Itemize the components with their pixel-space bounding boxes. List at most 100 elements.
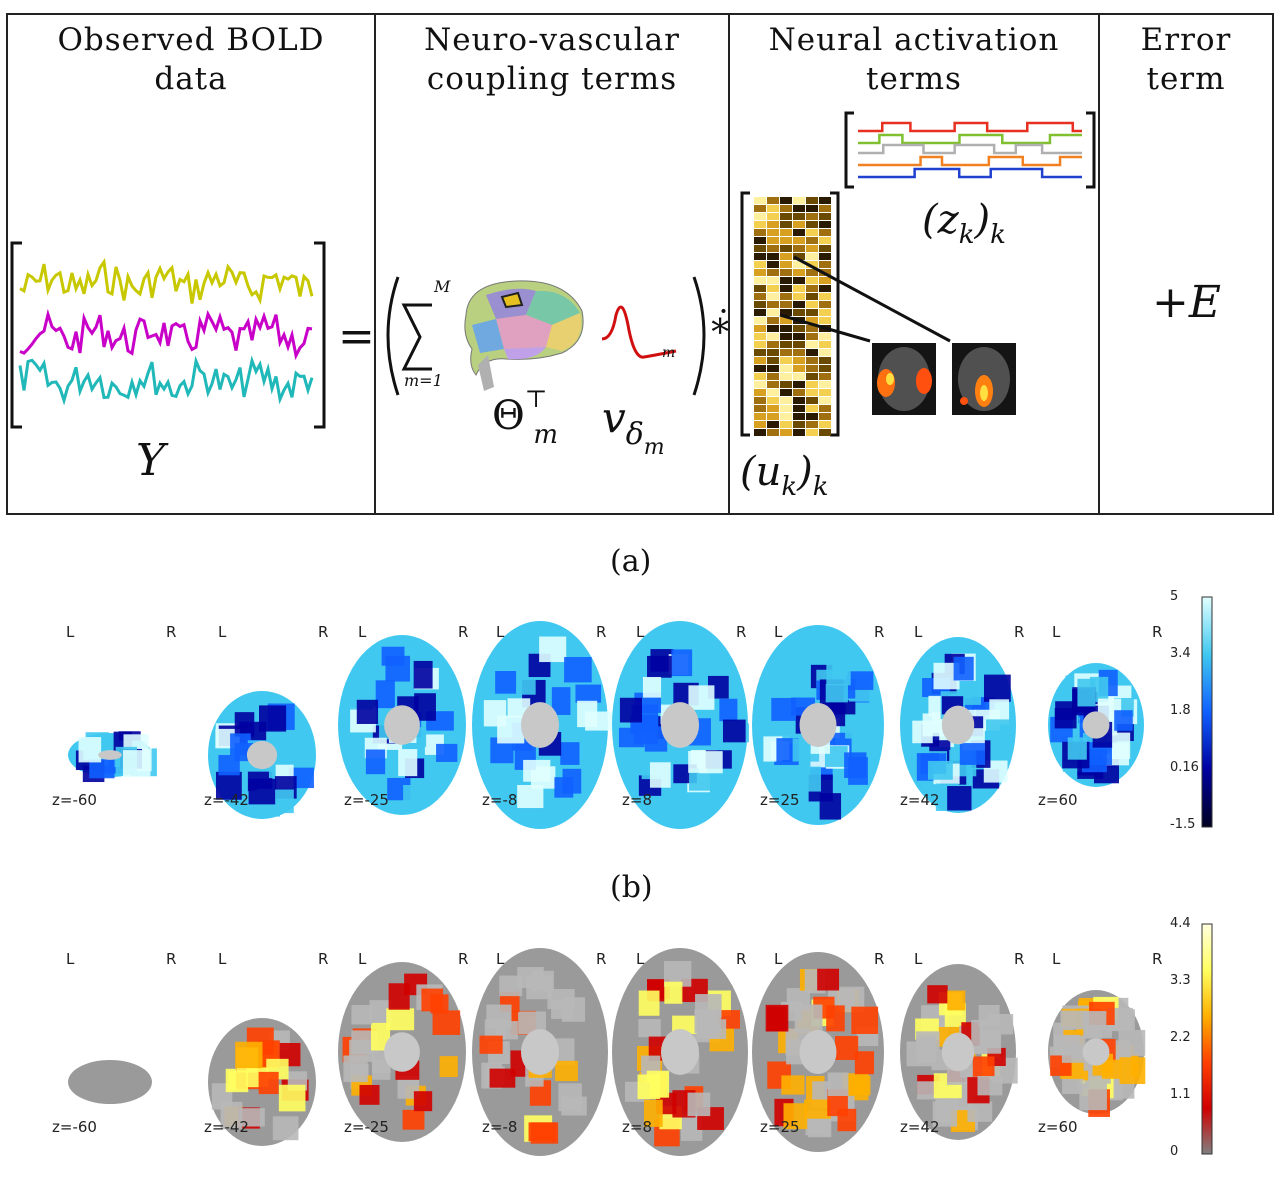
parcel [234,712,255,737]
brain-slice [472,948,608,1156]
ventricle [384,1032,420,1072]
left-orientation-label: L [218,623,227,641]
u-matrix-cell [806,333,818,340]
parcel [397,1076,420,1099]
u-matrix-cell [780,397,792,404]
u-matrix-cell [754,341,766,348]
ventricle [799,1030,837,1074]
bold-signal-yellow [19,257,314,305]
right-orientation-label: R [874,623,885,641]
parcel [781,1075,805,1095]
u-matrix-cell [819,245,831,252]
parcel [687,1092,711,1117]
u-symbol: (uk)k [740,449,829,502]
parcel [372,1059,391,1080]
u-matrix-cell [793,277,805,284]
left-orientation-label: L [1052,950,1061,968]
right-orientation-label: R [166,623,177,641]
parcel [971,1019,990,1048]
left-paren [386,276,400,396]
u-matrix-cell [767,389,779,396]
u-matrix-cell [754,221,766,228]
u-matrix-cell [754,197,766,204]
slice-z-label: z=25 [760,1118,800,1136]
colorbar [1201,596,1213,828]
u-matrix-cell [793,285,805,292]
u-matrix-cell [767,213,779,220]
parcel [356,699,379,724]
parcel [962,686,982,705]
u-matrix-cell [780,237,792,244]
parcel [122,750,151,777]
u-matrix-cell [780,301,792,308]
ventricle [941,705,975,745]
left-orientation-label: L [496,950,505,968]
u-matrix-cell [806,261,818,268]
right-orientation-label: R [166,950,177,968]
u-matrix-cell [780,285,792,292]
u-matrix-cell [767,301,779,308]
parcel [699,751,723,774]
u-matrix-cell [819,301,831,308]
parcel [642,676,662,698]
u-matrix-cell [767,357,779,364]
u-matrix-cell [819,373,831,380]
parcel [1101,1059,1121,1079]
u-matrix-cell [819,349,831,356]
u-matrix-cell [819,277,831,284]
parcel [89,759,115,779]
parcel [796,766,821,792]
u-matrix-cell [767,221,779,228]
u-matrix-cell [806,293,818,300]
u-right-bracket [830,191,840,437]
left-orientation-label: L [636,950,645,968]
right-orientation-label: R [458,950,469,968]
z-timecourse-line [858,155,1082,167]
activation-map-thumbnail-2 [952,343,1016,415]
u-matrix-cell [793,373,805,380]
parcel [824,746,848,767]
parcel [575,684,602,703]
ventricle [799,703,837,747]
u-matrix-cell [806,285,818,292]
parcel [817,968,840,991]
parcel [619,697,642,723]
parcel [1077,678,1096,707]
brain-slice [900,637,1016,813]
slice-z-label: z=-42 [204,791,249,809]
u-matrix-cell [767,429,779,436]
ventricle [384,705,420,745]
u-matrix-cell [806,277,818,284]
u-matrix-cell [767,253,779,260]
u-matrix-cell [754,309,766,316]
u-matrix-cell [806,213,818,220]
parcel [402,1109,425,1130]
u-matrix-cell [780,405,792,412]
bold-signal-magenta [19,308,313,361]
parcel [977,1076,1003,1096]
parcel [643,1099,663,1127]
parcel [827,1072,849,1096]
parcel [370,1022,391,1051]
parcel [649,762,671,788]
slice-z-label: z=-42 [204,1118,249,1136]
u-matrix-cell [806,397,818,404]
u-matrix-cell [767,261,779,268]
left-orientation-label: L [1052,623,1061,641]
parcel [694,1009,721,1034]
u-matrix-cell [793,293,805,300]
u-matrix-cell [806,341,818,348]
u-matrix-cell [780,253,792,260]
u-spatial-maps-matrix [754,197,831,436]
u-matrix-cell [806,349,818,356]
parcel [495,671,517,694]
parcel [786,1039,805,1065]
u-matrix-cell [780,389,792,396]
ventricle [98,750,122,760]
parcel [1060,1010,1087,1030]
parcel [529,1080,552,1106]
u-matrix-cell [767,349,779,356]
parcel [403,784,431,807]
activation-map-slices [68,923,1213,1156]
u-matrix-cell [793,197,805,204]
